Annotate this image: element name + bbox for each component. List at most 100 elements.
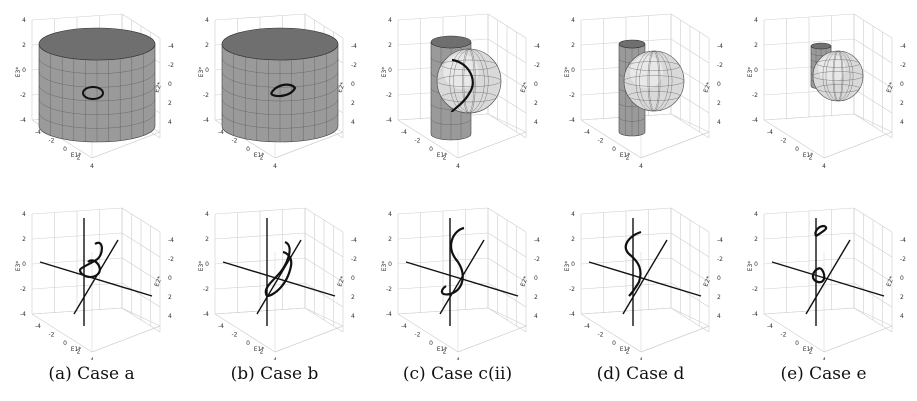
tick-label-left: -4 [584,129,590,136]
tick-label-vertical: -4 [752,311,758,318]
tick-label-vertical: 2 [571,42,575,49]
sphere-longitude [462,48,475,114]
tick-label-left: 4 [456,357,460,360]
tick-label-vertical: 0 [22,261,26,268]
box-edge [823,131,893,159]
panel-svg: 420-2-4-4-2024-4-2024E3*E1*E2*420-2-4-4-… [747,13,906,364]
sphere-latitude [627,91,681,101]
grid-line [214,282,306,290]
tick-label-left: -2 [598,332,604,339]
sphere-longitude [635,50,669,112]
tick-label-left: -4 [401,129,407,136]
tick-label-left: 4 [90,163,94,170]
tick-label-right: 4 [717,313,721,320]
sphere-latitude [816,84,860,93]
tick-label-vertical: -4 [569,311,575,318]
tick-label-right: 2 [534,294,538,301]
box-edge [853,307,893,327]
box-edge [91,131,161,159]
tick-label-left: -4 [218,129,224,136]
grid-line [31,282,123,290]
caption-b: (b) Case b [230,364,319,384]
box-edge [487,113,527,133]
tick-label-vertical: -4 [20,117,26,124]
solution-curve [814,224,828,237]
tick-label-right: -2 [717,256,723,263]
box-edge [214,307,306,315]
sphere-latitude [816,59,860,68]
tick-label-vertical: 0 [388,261,392,268]
tick-label-left: 0 [246,340,250,347]
tick-label-left: 4 [90,357,94,360]
axis-label-right: E2* [519,81,529,93]
tick-label-right: 0 [534,275,538,282]
tick-label-left: -4 [584,323,590,330]
axis-label-right: E2* [885,81,895,93]
axis-horizontal [771,261,885,297]
tick-label-left: 2 [443,349,447,356]
grid-line [397,207,489,215]
mesh-line [38,57,156,74]
tick-label-left: -4 [35,129,41,136]
tick-label-vertical: 2 [205,42,209,49]
tick-label-vertical: 2 [388,42,392,49]
box-edge [487,307,527,327]
mesh-line [221,84,339,102]
tick-label-vertical: 0 [205,261,209,268]
tick-label-vertical: 2 [22,236,26,243]
tick-label-right: 4 [351,313,355,320]
axis-depth [805,239,851,315]
cylinder-rim [430,35,472,49]
tick-label-left: 4 [273,357,277,360]
tick-label-left: -2 [232,332,238,339]
mesh-line [221,98,339,115]
grid-line [31,207,123,215]
axis-label-left: E1* [254,152,265,159]
tick-label-vertical: 2 [22,42,26,49]
tick-label-left: -2 [232,138,238,145]
axis-label-right: E2* [336,275,346,287]
grid-line [763,282,855,290]
axis-label-vertical: E3* [381,67,388,78]
tick-label-vertical: 4 [22,17,26,24]
tick-label-vertical: 4 [388,17,392,24]
tick-label-vertical: 2 [388,236,392,243]
tick-label-right: 2 [900,294,904,301]
tick-label-right: -4 [351,237,357,244]
box-edge [763,119,825,159]
tick-label-left: -4 [767,129,773,136]
tick-label-left: -4 [401,323,407,330]
tick-label-left: 2 [77,349,81,356]
tick-label-left: 4 [822,163,826,170]
axis-label-right: E2* [702,81,712,93]
tick-label-left: -2 [781,138,787,145]
tick-label-vertical: -2 [386,92,392,99]
tick-label-right: 4 [717,119,721,126]
axis-horizontal [39,261,153,297]
tick-label-right: 2 [351,100,355,107]
tick-label-vertical: 0 [754,67,758,74]
sphere-highlight [818,54,846,83]
sphere-longitude [825,50,854,102]
tick-label-right: -2 [534,256,540,263]
tick-label-vertical: 0 [205,67,209,74]
tick-label-vertical: 4 [754,211,758,218]
tick-label-left: 2 [77,155,81,162]
panel-svg: 420-2-4-4-2024-4-2024E3*E1*E2*420-2-4-4-… [564,13,723,364]
tick-label-right: 0 [900,275,904,282]
axis-label-vertical: E3* [15,67,22,78]
tick-label-left: 0 [612,340,616,347]
tick-label-left: -2 [415,332,421,339]
box-edge [640,325,710,353]
axis-label-left: E1* [620,152,631,159]
box-edge [640,131,710,159]
mesh-line [221,71,339,88]
tick-label-right: 0 [351,275,355,282]
